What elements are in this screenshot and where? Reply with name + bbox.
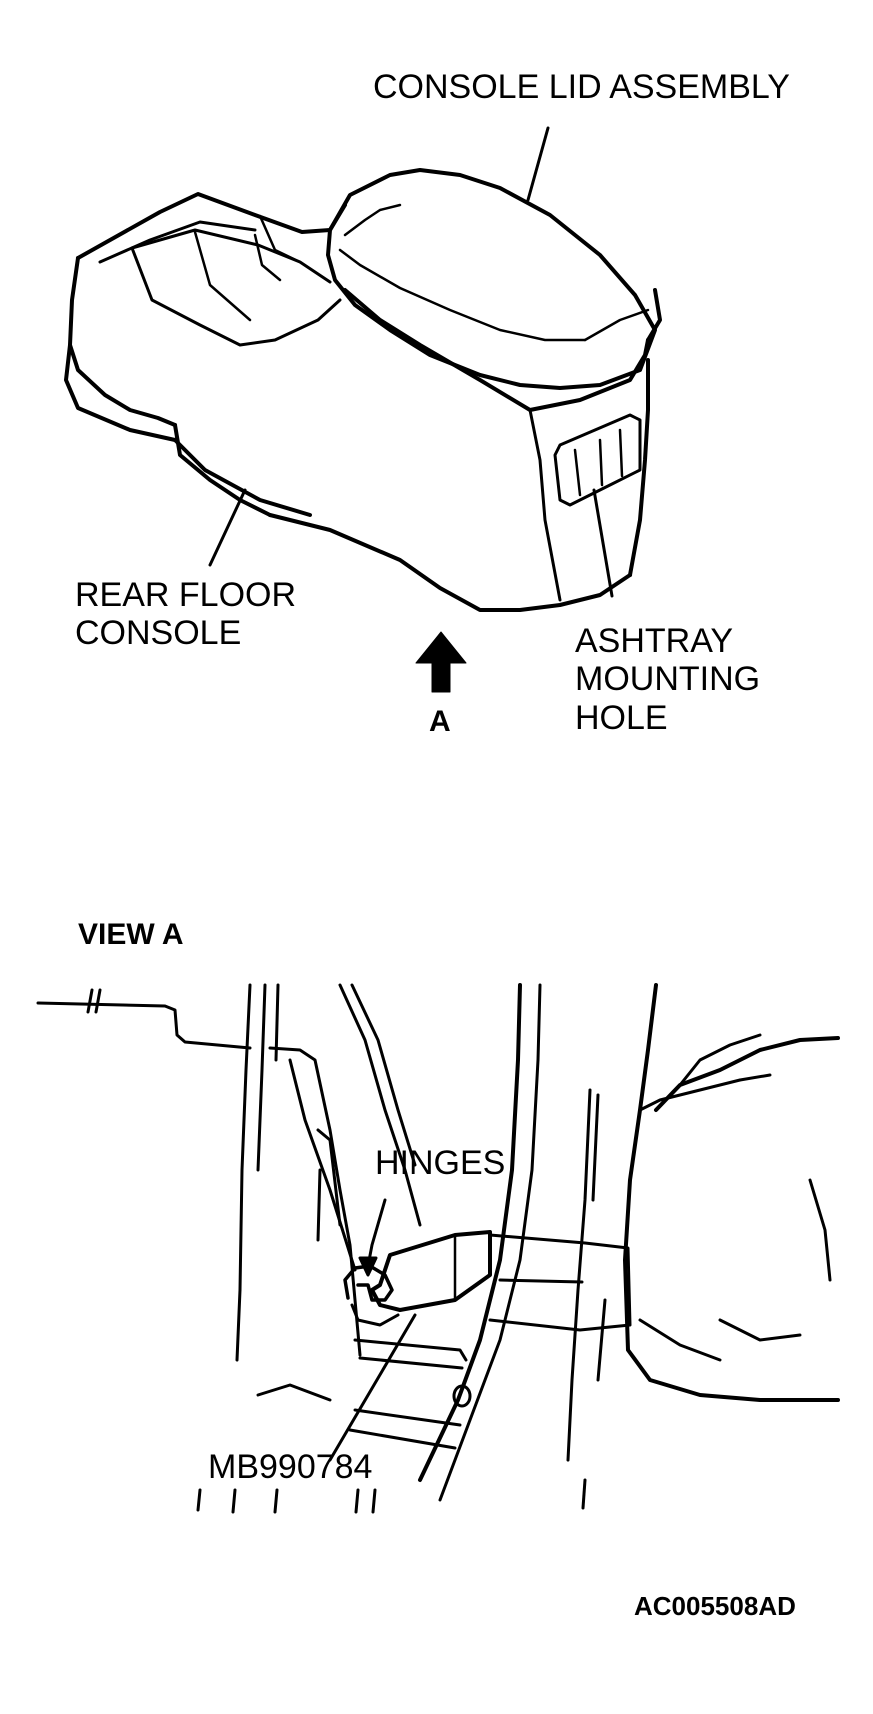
- label-hinges: HINGES: [375, 1144, 506, 1182]
- view-a-drawing: [36, 983, 840, 1514]
- label-ashtray-line1: ASHTRAY: [575, 622, 734, 660]
- leader-console-lid: [526, 126, 550, 202]
- label-tool-number: MB990784: [208, 1448, 373, 1486]
- leader-tool: [328, 1313, 417, 1462]
- label-rear-floor-console: REAR FLOOR CONSOLE: [75, 576, 296, 653]
- special-tool: [370, 1230, 492, 1312]
- label-ashtray-line2: MOUNTING: [575, 660, 761, 699]
- hinges-arrowhead: [358, 1256, 378, 1277]
- rear-floor-console-drawing: [64, 126, 662, 612]
- leader-ashtray: [592, 488, 614, 598]
- hand: [623, 983, 840, 1402]
- pillar: [418, 983, 522, 1482]
- hinge-clip: [343, 1264, 394, 1302]
- label-view-a: VIEW A: [78, 918, 184, 951]
- label-rear-floor-line1: REAR FLOOR: [75, 576, 297, 614]
- console-lid: [326, 168, 657, 390]
- label-rear-floor-line2: CONSOLE: [75, 614, 242, 653]
- leader-hinges: [366, 1198, 387, 1268]
- label-arrow-a: A: [429, 705, 451, 738]
- ashtray-hole: [553, 413, 642, 507]
- label-ashtray-line3: HOLE: [575, 698, 668, 737]
- label-figure-code: AC005508AD: [634, 1591, 796, 1621]
- leader-rear-floor-console: [208, 488, 247, 567]
- label-console-lid-assembly: CONSOLE LID ASSEMBLY: [373, 68, 790, 106]
- up-arrow-icon: [415, 631, 467, 693]
- label-ashtray-mounting-hole: ASHTRAY MOUNTING HOLE: [575, 622, 760, 737]
